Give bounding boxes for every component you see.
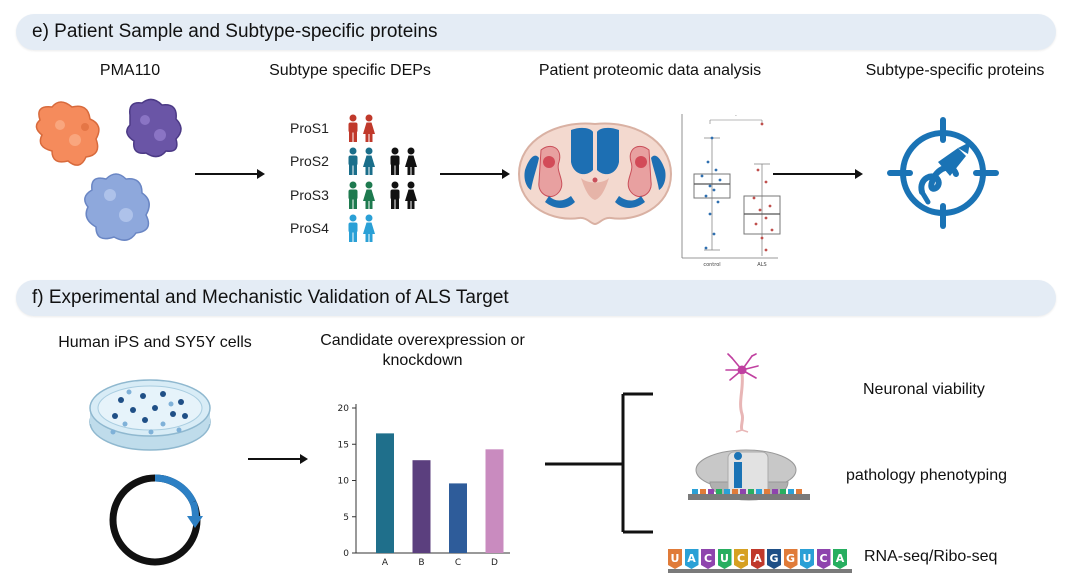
protein-orange-icon: [35, 101, 100, 166]
y-tick-label: 5: [343, 513, 349, 523]
rna-nucleotide-tile: C: [816, 549, 831, 569]
rna-nucleotide-tile: A: [750, 549, 765, 569]
rna-nucleotide-tile: C: [701, 549, 715, 569]
section-e-header: e) Patient Sample and Subtype-specific p…: [16, 14, 1056, 50]
boxplot-chart: · control ALS: [681, 113, 781, 268]
protein-blue-icon: [84, 173, 150, 241]
rna-backbone: [668, 569, 852, 573]
group-label-pros4: ProS4: [290, 220, 329, 236]
petri-dish-image: [89, 379, 211, 451]
bar-c: [449, 483, 467, 553]
arrow-3-icon: [773, 169, 863, 179]
svg-text:·: ·: [735, 113, 737, 120]
overexpression-label: Candidate overexpression or knockdown: [320, 332, 525, 369]
subtype-proteins-label: Subtype-specific proteins: [865, 62, 1045, 79]
rna-nucleotide-tile: A: [684, 549, 699, 569]
x-tick-label-b: B: [418, 558, 424, 568]
section-e-title: e) Patient Sample and Subtype-specific p…: [32, 21, 438, 42]
rna-nucleotide-tile: A: [833, 549, 847, 569]
protein-structures-image: [35, 98, 182, 241]
pros3-control-people-icon: [390, 181, 417, 209]
arrow-1-icon: [195, 169, 265, 179]
subtype-deps-label: Subtype specific DEPs: [269, 62, 431, 79]
boxplot-label-control: control: [703, 262, 720, 268]
rna-nucleotide-tile: U: [800, 549, 814, 569]
rna-nucleotide-tile: U: [668, 549, 682, 569]
protein-purple-icon: [126, 98, 182, 158]
rna-nucleotide-tile: U: [717, 549, 732, 569]
spinal-cord-image: [517, 122, 673, 226]
bar-a: [376, 433, 394, 553]
als-box: [743, 122, 781, 256]
bar-b: [412, 460, 431, 553]
bracket-connector-icon: [545, 392, 653, 534]
section-f-header: f) Experimental and Mechanistic Validati…: [16, 280, 1056, 316]
arrow-4-icon: [248, 454, 308, 464]
pros1-people-icon: [348, 114, 375, 142]
bar-chart: 0 5 10 15 20A B C D: [338, 404, 510, 568]
x-tick-label-c: C: [455, 558, 461, 568]
y-tick-label: 0: [343, 549, 349, 559]
x-tick-label-a: A: [382, 558, 389, 568]
pros2-people-icon: [348, 147, 375, 175]
boxplot-label-als: ALS: [757, 262, 766, 268]
outcome-rna-ribo-seq: RNA-seq/Ribo-seq: [864, 548, 998, 565]
plasmid-icon: [109, 474, 203, 566]
group-label-pros3: ProS3: [290, 187, 329, 203]
y-tick-label: 15: [338, 440, 349, 450]
arrow-2-icon: [440, 169, 510, 179]
pros4-people-icon: [348, 214, 375, 242]
outcome-neuronal-viability: Neuronal viability: [863, 381, 985, 398]
rna-nucleotide-tile: G: [767, 549, 781, 569]
pma110-label: PMA110: [99, 62, 161, 79]
rna-nucleotide-tile: G: [783, 549, 798, 569]
y-tick-label: 10: [338, 477, 350, 487]
neuron-icon: [725, 353, 759, 433]
patient-icons: [348, 114, 417, 242]
x-tick-label-d: D: [491, 558, 498, 568]
proteomic-analysis-label: Patient proteomic data analysis: [538, 62, 762, 79]
bar-d: [485, 449, 504, 553]
control-box: [693, 136, 731, 251]
section-f-title: f) Experimental and Mechanistic Validati…: [32, 287, 509, 308]
target-protein-icon: [887, 117, 999, 229]
ribosome-icon: [688, 449, 810, 501]
y-tick-label: 20: [338, 404, 350, 414]
rna-nucleotide-tile: C: [734, 549, 748, 569]
outcome-pathology-phenotyping: pathology phenotyping: [846, 467, 1008, 484]
pros3-people-icon: [348, 181, 375, 209]
cells-label: Human iPS and SY5Y cells: [58, 334, 252, 351]
pros2-control-people-icon: [390, 147, 417, 175]
group-label-pros1: ProS1: [290, 120, 329, 136]
group-label-pros2: ProS2: [290, 153, 329, 169]
